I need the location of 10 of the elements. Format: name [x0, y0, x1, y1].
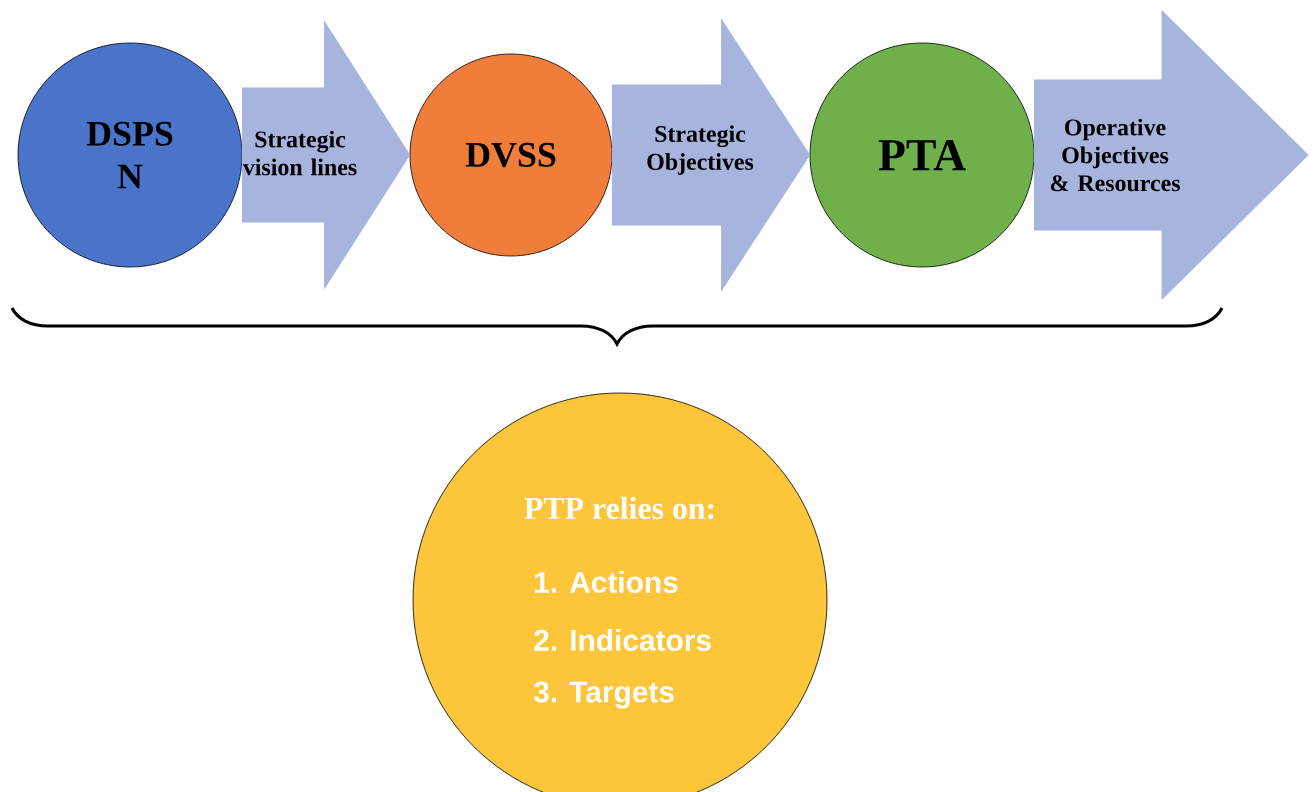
edge-label: Strategic vision lines — [242, 130, 357, 176]
block-arrow — [241, 21, 411, 289]
list-item: 3. Targets — [533, 681, 674, 709]
edge-label: Operative Objectives & Resources — [1050, 118, 1180, 192]
block-arrow — [611, 19, 811, 291]
edge-label: Strategic Objectives — [647, 125, 754, 175]
heading: PTP relies on: — [524, 496, 714, 520]
list-item: 1. Actions — [535, 571, 678, 593]
block-arrow — [1033, 10, 1309, 300]
list-item: 2. Indicators — [534, 629, 711, 651]
